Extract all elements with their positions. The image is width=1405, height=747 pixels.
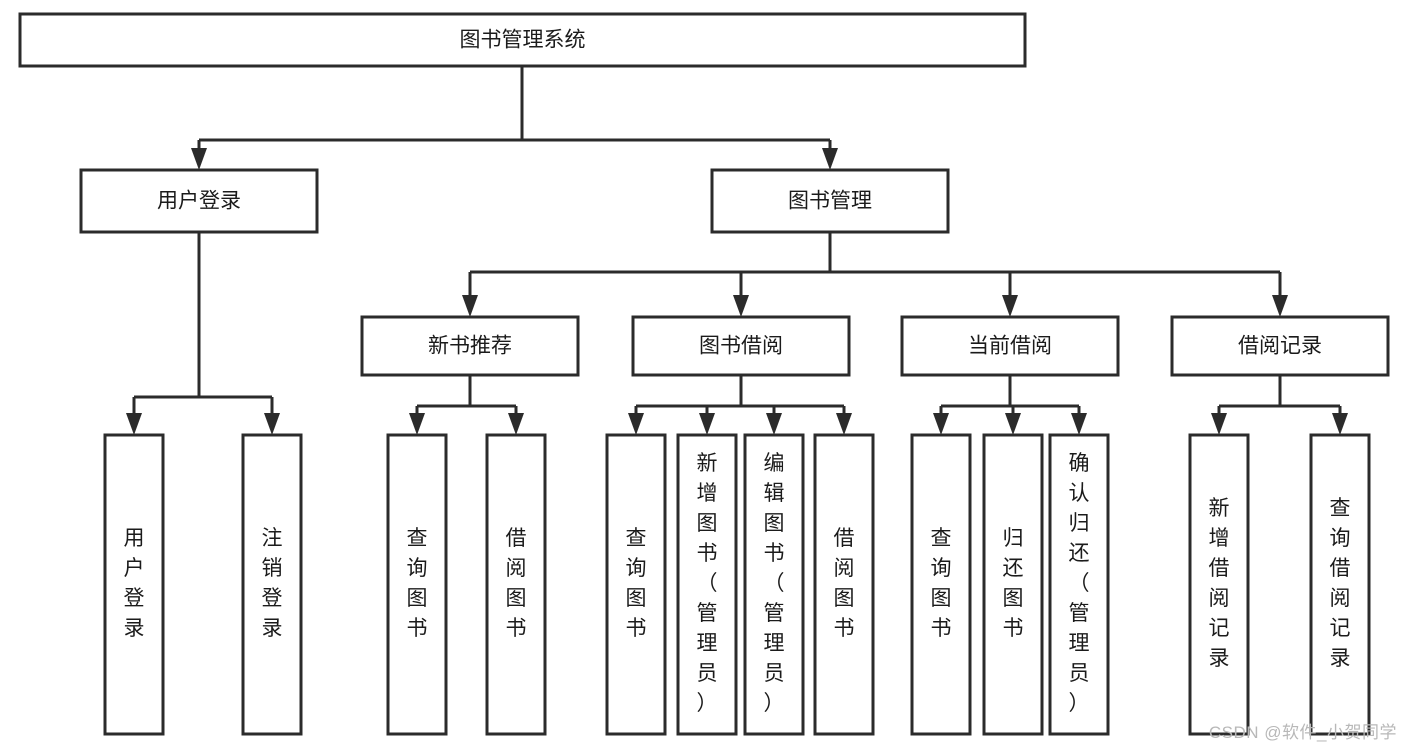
arrow-head-icon [628,413,644,435]
node-box-new-book-recommend [360,315,580,377]
node-box-current-borrow [900,315,1120,377]
node-label-leaf-logout-login: 注销登录 [262,527,283,640]
node-root[interactable]: 图书管理系统 [18,12,1027,68]
node-label-leaf-confirm-return-admin: 确认归还（管理员） [1069,452,1090,715]
node-leaf-borrow-book[interactable]: 借阅图书 [813,433,875,736]
arrow-head-icon [699,413,715,435]
node-user-login[interactable]: 用户登录 [79,168,319,234]
node-label-root: 图书管理系统 [460,29,586,52]
node-box-leaf-add-borrow-record [1188,433,1250,736]
node-leaf-logout-login[interactable]: 注销登录 [241,433,303,736]
node-box-leaf-query-book-borrow [605,433,667,736]
node-book-manage[interactable]: 图书管理 [710,168,950,234]
node-label-leaf-borrow-book: 借阅图书 [834,527,855,640]
arrow-head-icon [264,413,280,435]
node-leaf-confirm-return-admin[interactable]: 确认归还（管理员） [1048,433,1110,736]
node-leaf-return-book[interactable]: 归还图书 [982,433,1044,736]
node-label-current-borrow: 当前借阅 [968,335,1052,358]
node-label-leaf-query-book-borrow: 查询图书 [626,527,647,640]
arrow-head-icon [1071,413,1087,435]
node-box-leaf-query-borrow-record [1309,433,1371,736]
arrow-head-icon [409,413,425,435]
arrow-head-icon [1332,413,1348,435]
arrow-head-icon [191,148,207,170]
arrow-head-icon [1211,413,1227,435]
node-label-borrow-record: 借阅记录 [1238,335,1322,358]
node-box-leaf-confirm-return-admin [1048,433,1110,736]
node-label-book-borrow: 图书借阅 [699,335,783,358]
node-box-leaf-return-book [982,433,1044,736]
arrow-head-icon [462,295,478,317]
node-leaf-borrow-book-new[interactable]: 借阅图书 [485,433,547,736]
arrow-head-icon [733,295,749,317]
node-box-borrow-record [1170,315,1390,377]
node-label-leaf-query-borrow-record: 查询借阅记录 [1330,497,1351,670]
node-box-leaf-query-book-current [910,433,972,736]
node-leaf-query-book-new[interactable]: 查询图书 [386,433,448,736]
node-box-leaf-add-book-admin [676,433,738,736]
connectors-layer [126,66,1348,435]
node-box-book-manage [710,168,950,234]
node-box-leaf-edit-book-admin [743,433,805,736]
node-leaf-query-book-borrow[interactable]: 查询图书 [605,433,667,736]
arrow-head-icon [1005,413,1021,435]
node-label-leaf-query-book-new: 查询图书 [407,527,428,640]
node-book-borrow[interactable]: 图书借阅 [631,315,851,377]
arrow-head-icon [1002,295,1018,317]
node-label-book-manage: 图书管理 [788,190,872,213]
node-leaf-add-book-admin[interactable]: 新增图书（管理员） [676,433,738,736]
arrow-head-icon [508,413,524,435]
node-label-leaf-return-book: 归还图书 [1003,527,1024,640]
arrow-head-icon [836,413,852,435]
node-leaf-add-borrow-record[interactable]: 新增借阅记录 [1188,433,1250,736]
node-box-root [18,12,1027,68]
node-box-user-login [79,168,319,234]
arrow-head-icon [1272,295,1288,317]
node-leaf-user-login[interactable]: 用户登录 [103,433,165,736]
node-label-leaf-add-borrow-record: 新增借阅记录 [1209,497,1230,670]
node-box-leaf-borrow-book [813,433,875,736]
arrow-head-icon [933,413,949,435]
node-label-leaf-borrow-book-new: 借阅图书 [506,527,527,640]
node-label-new-book-recommend: 新书推荐 [428,335,512,358]
node-leaf-edit-book-admin[interactable]: 编辑图书（管理员） [743,433,805,736]
node-label-user-login: 用户登录 [157,190,241,213]
node-box-leaf-logout-login [241,433,303,736]
arrow-head-icon [126,413,142,435]
node-box-leaf-borrow-book-new [485,433,547,736]
node-new-book-recommend[interactable]: 新书推荐 [360,315,580,377]
node-leaf-query-book-current[interactable]: 查询图书 [910,433,972,736]
node-current-borrow[interactable]: 当前借阅 [900,315,1120,377]
node-label-leaf-user-login: 用户登录 [124,527,145,640]
arrow-head-icon [822,148,838,170]
csdn-watermark: CSDN @软件_小贺同学 [1208,723,1397,742]
node-box-book-borrow [631,315,851,377]
node-borrow-record[interactable]: 借阅记录 [1170,315,1390,377]
node-label-leaf-edit-book-admin: 编辑图书（管理员） [764,452,785,715]
node-box-leaf-query-book-new [386,433,448,736]
node-leaf-query-borrow-record[interactable]: 查询借阅记录 [1309,433,1371,736]
nodes-layer: 图书管理系统用户登录图书管理新书推荐图书借阅当前借阅借阅记录用户登录注销登录查询… [18,12,1390,736]
arrow-head-icon [766,413,782,435]
node-label-leaf-add-book-admin: 新增图书（管理员） [697,452,718,715]
node-box-leaf-user-login [103,433,165,736]
node-label-leaf-query-book-current: 查询图书 [931,527,952,640]
